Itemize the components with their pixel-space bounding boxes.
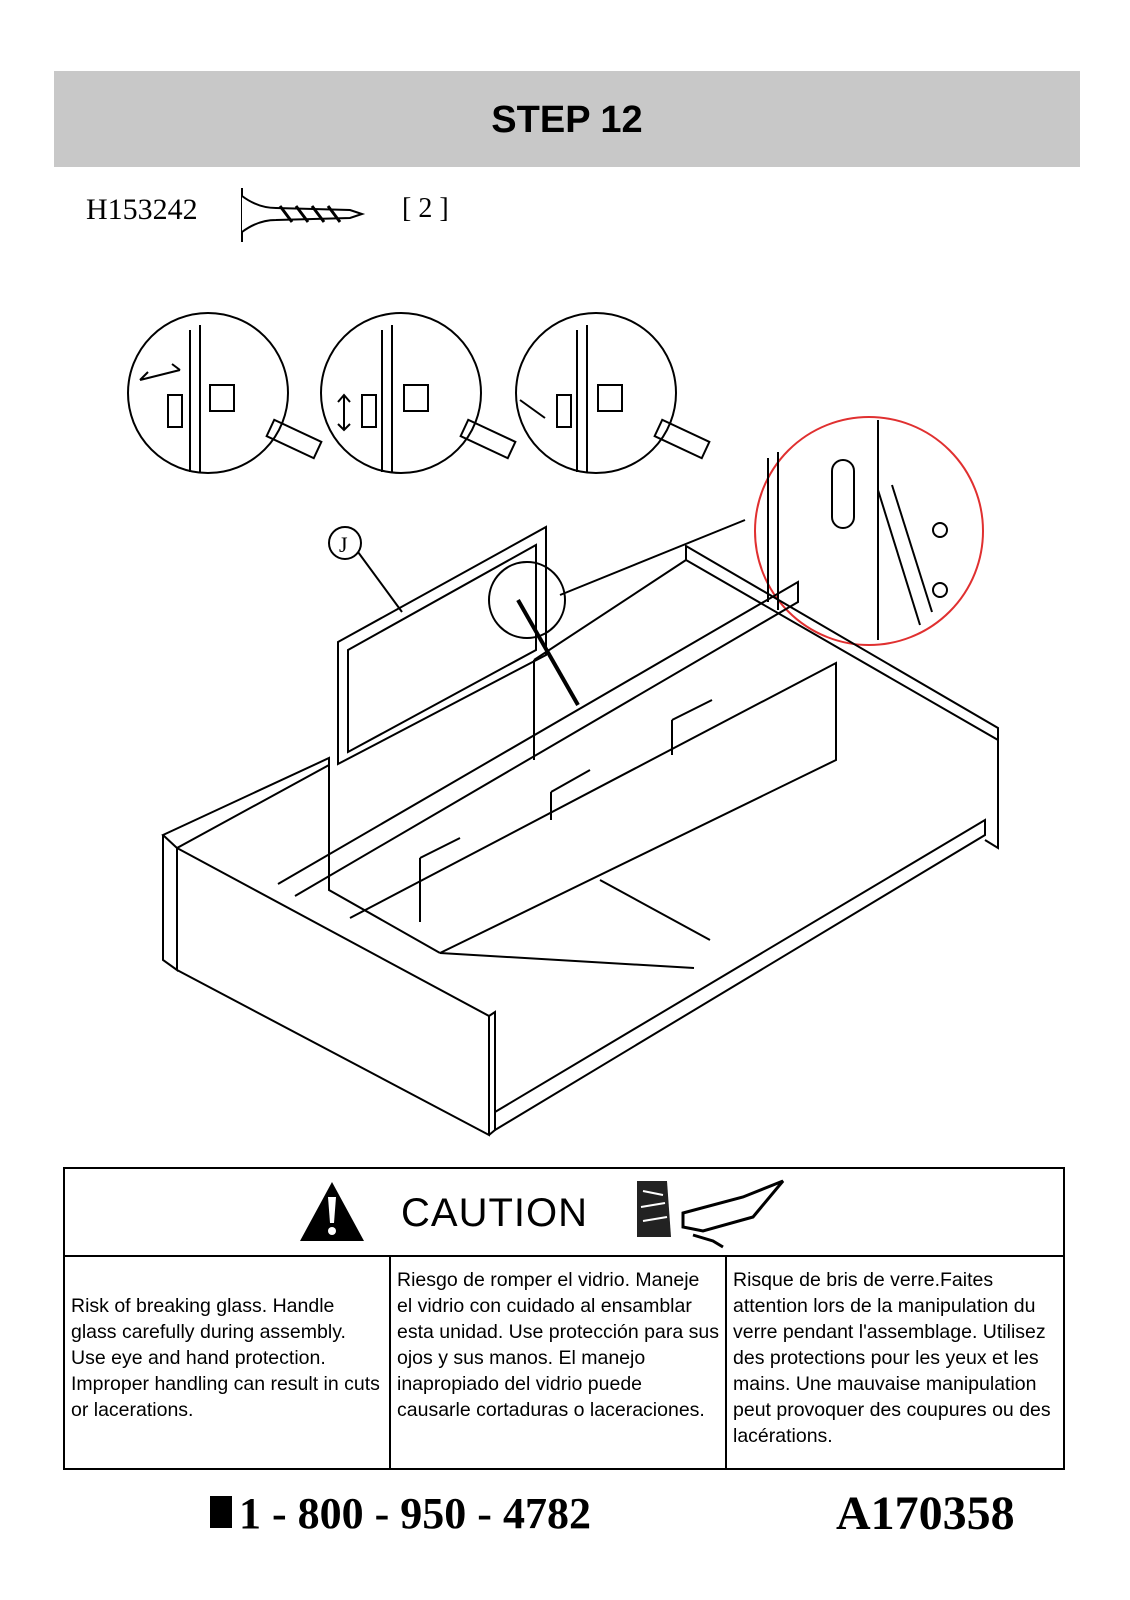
part-code: H153242 bbox=[86, 193, 198, 226]
caution-text-french: Risque de bris de verre.Faites attention… bbox=[733, 1269, 1051, 1447]
assembly-diagram: J bbox=[127, 312, 999, 1137]
hinge-parts bbox=[139, 325, 711, 472]
model-number: A170358 bbox=[836, 1487, 1015, 1540]
warning-icon bbox=[300, 1182, 364, 1241]
part-label-circle bbox=[328, 526, 362, 560]
broken-glass-hand-icon bbox=[637, 1179, 785, 1249]
support-phone: 1 - 800 - 950 - 4782 bbox=[209, 1488, 591, 1539]
part-label: J bbox=[339, 532, 348, 557]
caution-box: CAUTION Risk of breaking glass. Handle g… bbox=[63, 1167, 1065, 1470]
bracket-parts bbox=[559, 420, 948, 640]
hinge-detail-2 bbox=[320, 312, 482, 474]
hinge-detail-1 bbox=[127, 312, 289, 474]
bracket-detail bbox=[754, 416, 984, 646]
part-quantity: [ 2 ] bbox=[402, 193, 449, 224]
bracket-callout bbox=[488, 561, 566, 639]
caution-text-spanish: Riesgo de romper el vidrio. Maneje el vi… bbox=[391, 1257, 727, 1470]
hinge-detail-3 bbox=[515, 312, 677, 474]
caution-text-english: Risk of breaking glass. Handle glass car… bbox=[65, 1257, 391, 1470]
step-header: STEP 12 bbox=[54, 71, 1080, 167]
bed-frame bbox=[161, 544, 999, 1137]
lid-panel bbox=[337, 525, 547, 766]
screw-icon bbox=[241, 188, 366, 242]
info-icon bbox=[210, 1496, 232, 1528]
caution-header: CAUTION bbox=[65, 1169, 1063, 1257]
step-title: STEP 12 bbox=[491, 99, 643, 141]
caution-heading: CAUTION bbox=[401, 1191, 588, 1235]
phone-number: 1 - 800 - 950 - 4782 bbox=[239, 1489, 591, 1538]
